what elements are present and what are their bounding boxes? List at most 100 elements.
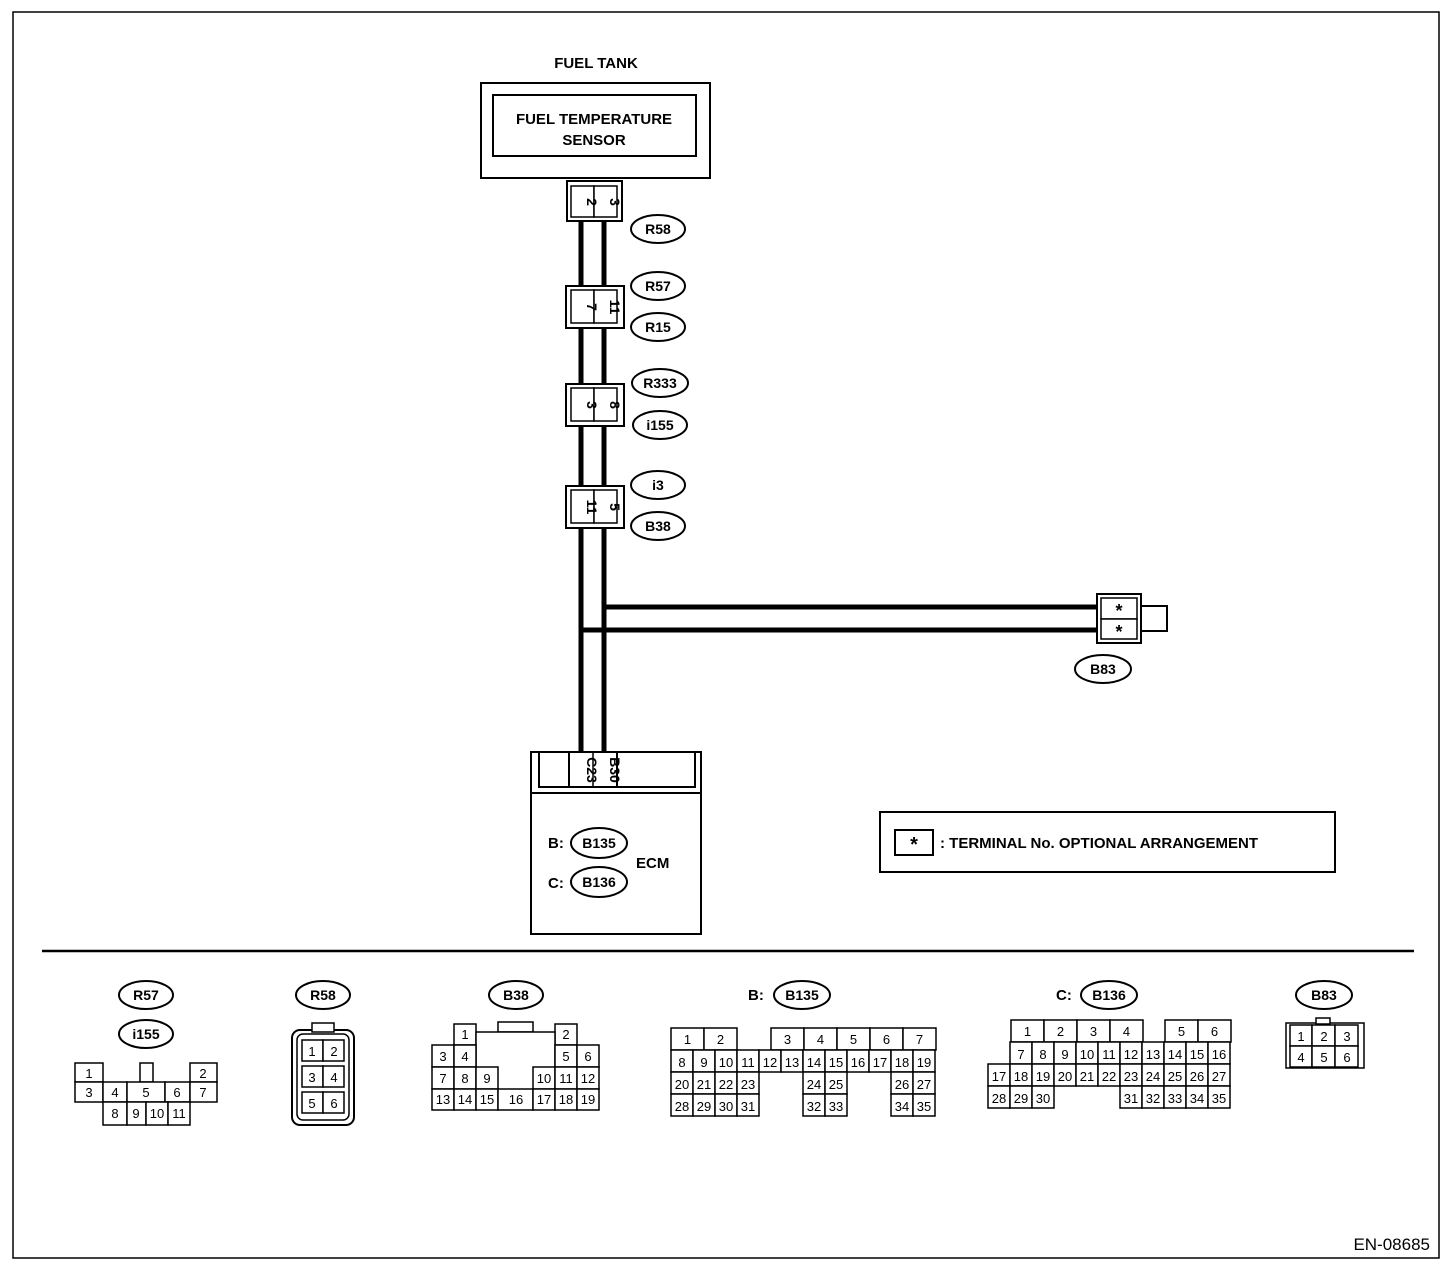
svg-text:17: 17 — [537, 1092, 551, 1107]
pin-label: 18 — [895, 1055, 909, 1070]
pin-label: 28 — [992, 1091, 1006, 1106]
svg-text:9: 9 — [483, 1071, 490, 1086]
svg-text:B136: B136 — [1092, 987, 1126, 1003]
pin-label: 6 — [883, 1032, 890, 1047]
svg-text:R58: R58 — [645, 221, 671, 237]
legend-symbol: * — [910, 834, 918, 856]
pin-label: 27 — [1212, 1069, 1226, 1084]
svg-text:9: 9 — [132, 1106, 139, 1121]
pin-label: 2 — [717, 1032, 724, 1047]
ecm-code-b136: B136 — [582, 874, 616, 890]
pin-label: 22 — [1102, 1069, 1116, 1084]
pin-label: 30 — [719, 1099, 733, 1114]
pin-label: 13 — [785, 1055, 799, 1070]
svg-text:B38: B38 — [645, 518, 671, 534]
svg-text:7: 7 — [439, 1071, 446, 1086]
pin-label: 32 — [1146, 1091, 1160, 1106]
pin-label: 3 — [1090, 1024, 1097, 1039]
pin-label: 11 — [741, 1055, 755, 1070]
pin-label: 24 — [807, 1077, 821, 1092]
svg-text:1: 1 — [85, 1066, 92, 1081]
pin-label: 16 — [1212, 1047, 1226, 1062]
svg-text:B83: B83 — [1311, 987, 1337, 1003]
svg-text:4: 4 — [1297, 1050, 1304, 1065]
pin-label: 10 — [719, 1055, 733, 1070]
pin-label: 20 — [1058, 1069, 1072, 1084]
svg-text:5: 5 — [142, 1085, 149, 1100]
pin-label: 8 — [1039, 1047, 1046, 1062]
svg-text:C:: C: — [548, 875, 564, 892]
pin-label: 35 — [1212, 1091, 1226, 1106]
svg-text:8: 8 — [607, 401, 623, 409]
pin-label: 31 — [741, 1099, 755, 1114]
svg-text:6: 6 — [173, 1085, 180, 1100]
svg-text:R57: R57 — [133, 987, 159, 1003]
pin-label: 19 — [917, 1055, 931, 1070]
svg-text:R57: R57 — [645, 278, 671, 294]
pin-label: 3 — [784, 1032, 791, 1047]
pin-label: 2 — [584, 198, 600, 206]
badge-b38: B38 — [630, 511, 686, 541]
svg-text:3: 3 — [85, 1085, 92, 1100]
svg-text:B38: B38 — [503, 987, 529, 1003]
pin-label: 4 — [817, 1032, 824, 1047]
svg-text:i3: i3 — [652, 477, 664, 493]
connector-i3-b38: 11 5 — [565, 485, 625, 529]
svg-text:18: 18 — [559, 1092, 573, 1107]
svg-text:B:: B: — [548, 835, 564, 852]
svg-text:2: 2 — [330, 1044, 337, 1059]
svg-text:1: 1 — [308, 1044, 315, 1059]
view-r57-i155: R57 i155 1 2 3 4 5 6 7 8 9 10 11 — [74, 980, 218, 1126]
pin-label: 11 — [1102, 1047, 1116, 1062]
pin-label: 26 — [895, 1077, 909, 1092]
pin-label: 34 — [1190, 1091, 1204, 1106]
svg-text:10: 10 — [537, 1071, 551, 1086]
pin-label: 25 — [1168, 1069, 1182, 1084]
connector-r57-r15: 7 11 — [565, 285, 625, 329]
pin-label: 29 — [697, 1099, 711, 1114]
svg-text:5: 5 — [562, 1049, 569, 1064]
svg-text:3: 3 — [308, 1070, 315, 1085]
pin-label: 13 — [1146, 1047, 1160, 1062]
pin-label: 27 — [917, 1077, 931, 1092]
legend-box: * : TERMINAL No. OPTIONAL ARRANGEMENT — [879, 811, 1336, 873]
pin-label: 22 — [719, 1077, 733, 1092]
badge-r58: R58 — [630, 214, 686, 244]
svg-text:R15: R15 — [645, 319, 671, 335]
svg-text:11: 11 — [172, 1106, 186, 1121]
svg-text:15: 15 — [480, 1092, 494, 1107]
pin-label: 32 — [807, 1099, 821, 1114]
svg-text:6: 6 — [1343, 1050, 1350, 1065]
pin-label: 25 — [829, 1077, 843, 1092]
svg-text:R58: R58 — [310, 987, 336, 1003]
svg-text:7: 7 — [199, 1085, 206, 1100]
ecm-code-b135: B135 — [582, 835, 616, 851]
badge-i3: i3 — [630, 470, 686, 500]
pin-label: 14 — [1168, 1047, 1182, 1062]
pin-label: 5 — [850, 1032, 857, 1047]
view-b83: B83 1 2 3 4 5 6 — [1285, 980, 1365, 1069]
pin-label: 1 — [1024, 1024, 1031, 1039]
svg-text:12: 12 — [581, 1071, 595, 1086]
pin-label: 33 — [1168, 1091, 1182, 1106]
pin-label: 30 — [1036, 1091, 1050, 1106]
svg-text:3: 3 — [584, 401, 600, 409]
svg-text:6: 6 — [584, 1049, 591, 1064]
pin-label: 7 — [916, 1032, 923, 1047]
svg-text:3: 3 — [1343, 1029, 1350, 1044]
pin-label: 31 — [1124, 1091, 1138, 1106]
pin-label: 5 — [1178, 1024, 1185, 1039]
pin-label: 28 — [675, 1099, 689, 1114]
pin-label: 10 — [1080, 1047, 1094, 1062]
pin-label: 33 — [829, 1099, 843, 1114]
pin-label: 18 — [1014, 1069, 1028, 1084]
legend-text: : TERMINAL No. OPTIONAL ARRANGEMENT — [940, 835, 1258, 852]
fuel-temperature-sensor-box — [492, 94, 697, 157]
svg-text:5: 5 — [308, 1096, 315, 1111]
pin-label: 21 — [697, 1077, 711, 1092]
connector-b83: * * — [1096, 593, 1168, 644]
svg-text:4: 4 — [111, 1085, 118, 1100]
pin-label: 6 — [1211, 1024, 1218, 1039]
svg-text:2: 2 — [562, 1027, 569, 1042]
